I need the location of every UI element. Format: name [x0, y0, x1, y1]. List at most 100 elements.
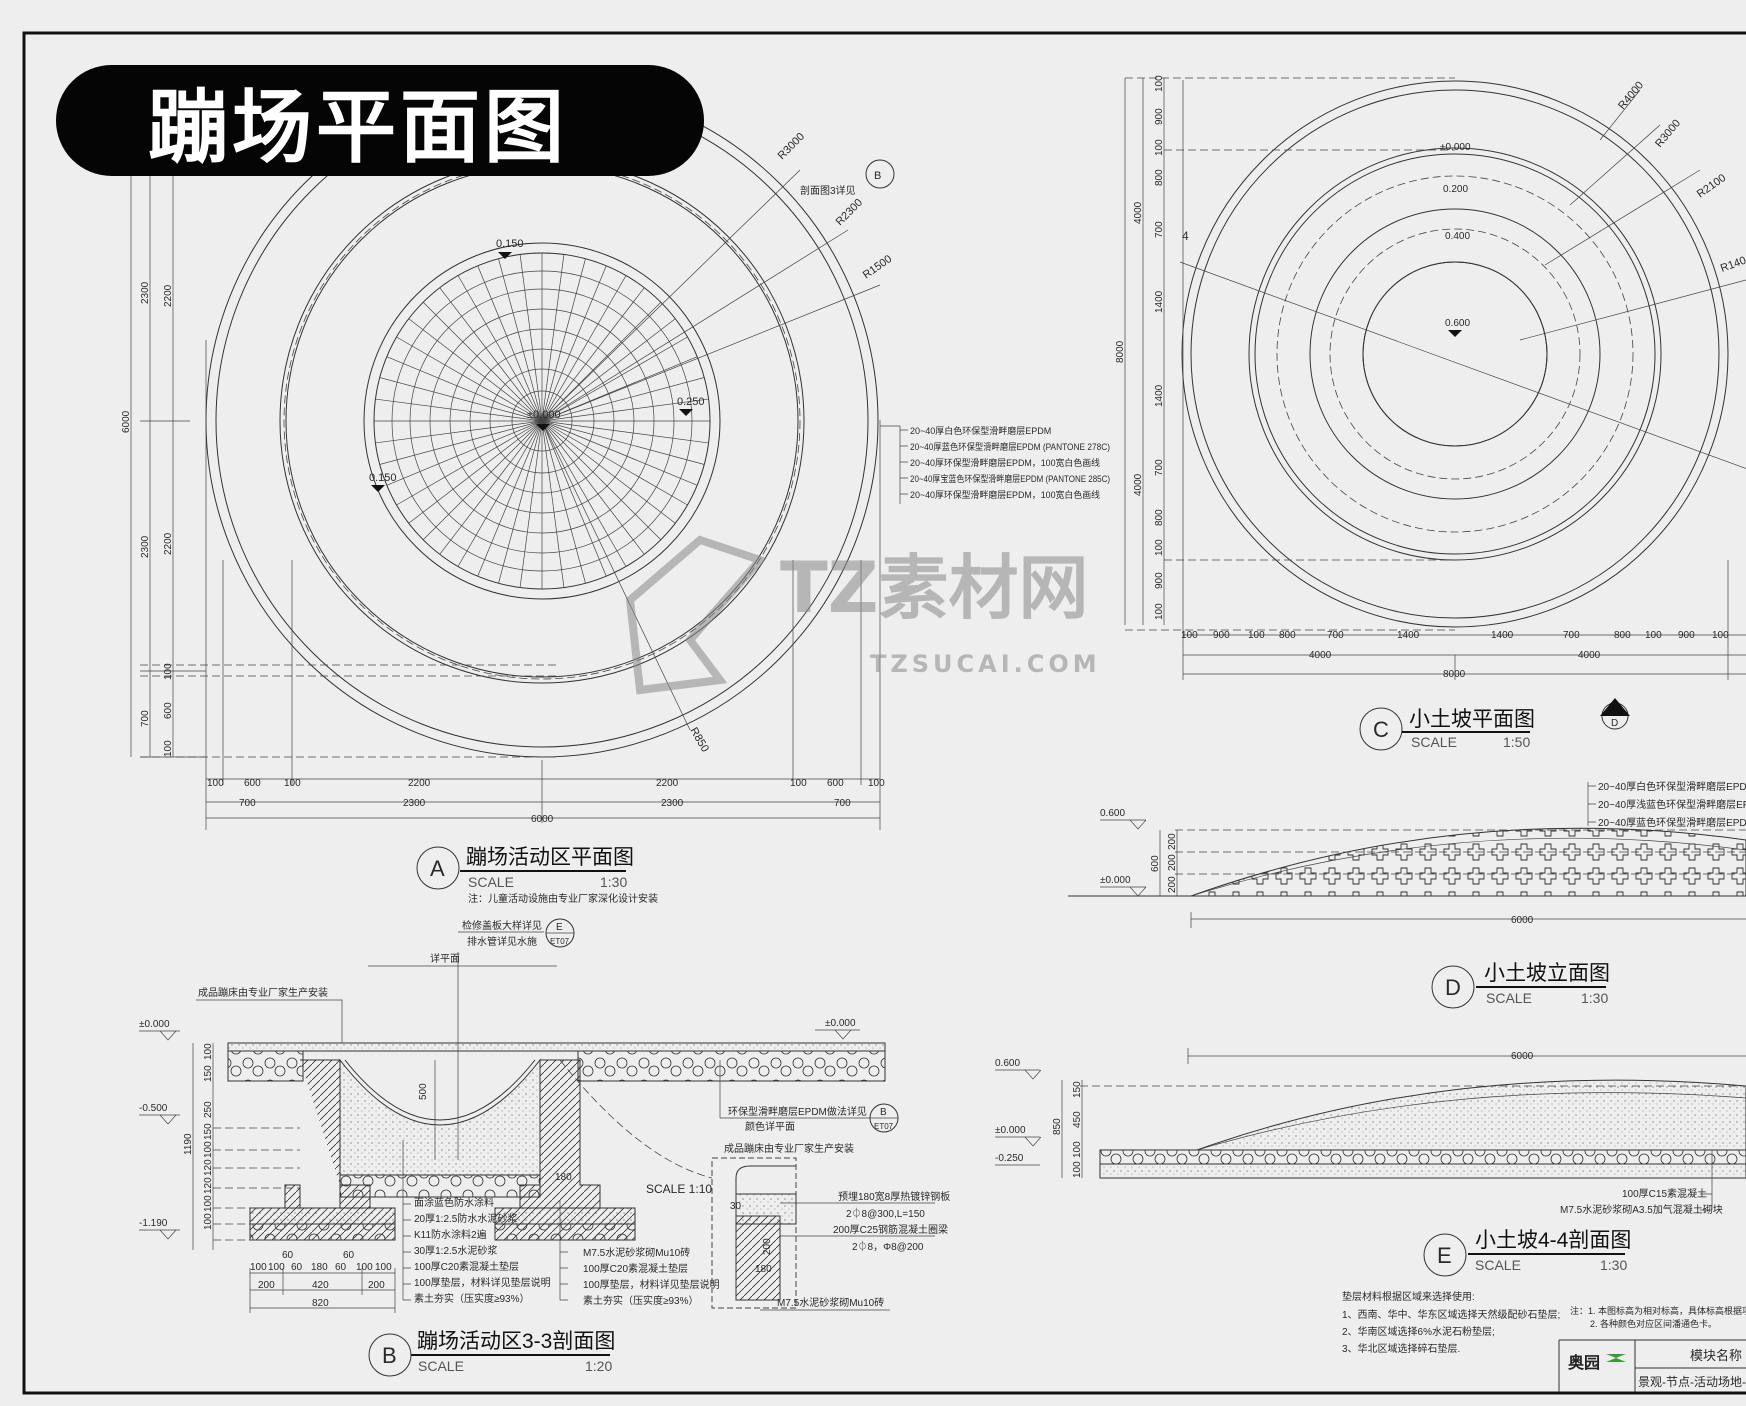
section-b-layers-right: M7.5水泥砂浆砌Mu10砖 100厚C20素混凝土垫层 100厚垫层，材料详见…: [583, 1246, 720, 1307]
level-label: -1.190: [139, 1218, 168, 1229]
svg-text:200: 200: [1167, 854, 1178, 871]
grid-spoke: [541, 420, 607, 577]
grid-spoke: [541, 420, 676, 524]
grid-spoke: [541, 420, 645, 555]
grid-spoke: [541, 318, 676, 422]
radius-label: R3000: [1653, 117, 1683, 150]
svg-text:8000: 8000: [1115, 340, 1126, 363]
svg-text:60: 60: [343, 1250, 355, 1261]
sheet-frame: [22, 31, 1746, 1395]
svg-text:素土夯实（压实度≥93%）: 素土夯实（压实度≥93%）: [583, 1294, 699, 1307]
svg-text:900: 900: [1678, 630, 1695, 641]
grid-spoke: [408, 318, 543, 422]
watermark-url: TZSUCAI.COM: [870, 650, 1101, 678]
svg-text:700: 700: [1154, 221, 1165, 238]
plan-a-title: 蹦场活动区平面图: [466, 846, 634, 869]
svg-text:2、华南区域选择6%水泥石粉垫层;: 2、华南区域选择6%水泥石粉垫层;: [1342, 1325, 1495, 1338]
svg-text:20~40厚宝蓝色环保型滑畔磨层EPDM (PANTONE: 20~40厚宝蓝色环保型滑畔磨层EPDM (PANTONE 285C): [910, 473, 1110, 484]
svg-text:2300: 2300: [140, 535, 151, 558]
svg-text:700: 700: [239, 798, 256, 809]
svg-text:1400: 1400: [1154, 384, 1165, 407]
svg-text:180: 180: [555, 1172, 572, 1183]
grid-spoke: [541, 420, 705, 465]
svg-text:100厚C20素混凝土垫层: 100厚C20素混凝土垫层: [583, 1262, 688, 1275]
svg-text:B: B: [880, 1107, 887, 1118]
svg-text:M7.5水泥砂浆砌Mu10砖: M7.5水泥砂浆砌Mu10砖: [777, 1296, 884, 1309]
svg-text:700: 700: [1563, 630, 1580, 641]
section-marker-letter: B: [874, 170, 881, 182]
svg-text:4000: 4000: [1309, 650, 1332, 661]
trampoline-note: 成品蹦床由专业厂家生产安装: [198, 986, 328, 999]
svg-text:700: 700: [140, 710, 151, 727]
section-ref-text: 剖面图3详见: [800, 184, 856, 197]
svg-text:100: 100: [203, 1195, 214, 1212]
section-marker: [865, 159, 895, 189]
svg-text:20~40厚白色环保型滑畔磨层EPDM: 20~40厚白色环保型滑畔磨层EPDM: [1598, 780, 1746, 793]
svg-text:200: 200: [762, 1238, 773, 1255]
section-e-dims-left: 150 450 850 100 100: [1052, 1081, 1083, 1178]
plan-c-mound-plan: 4 R4000 R3000 R2100 R140 ±0.000 0.200 0.…: [1115, 75, 1746, 751]
svg-text:180: 180: [755, 1264, 772, 1275]
svg-text:100: 100: [1181, 630, 1198, 641]
svg-text:100: 100: [356, 1262, 373, 1273]
svg-text:100: 100: [1712, 630, 1729, 641]
elev-d-marker-letter: D: [1445, 975, 1461, 1000]
grid-spoke: [541, 420, 586, 584]
svg-text:600: 600: [244, 778, 261, 789]
level-label: ±0.000: [995, 1125, 1026, 1136]
grid-spoke: [396, 336, 543, 422]
svg-text:200: 200: [1167, 876, 1178, 893]
section-e-mound: 6000 0.600 ±0.000 -0.250 150 450 850 100…: [995, 1048, 1746, 1277]
scale-label: SCALE: [1411, 734, 1457, 750]
svg-text:600: 600: [163, 702, 174, 719]
svg-text:30: 30: [730, 1201, 742, 1212]
elevation-marker-icon: [371, 485, 385, 492]
scale-label: SCALE: [418, 1358, 464, 1374]
bowl-depth: 500: [418, 1083, 429, 1100]
svg-text:150: 150: [203, 1065, 214, 1082]
grid-spoke: [541, 420, 698, 486]
scale-value: 1:20: [585, 1358, 612, 1374]
svg-text:素土夯实（压实度≥93%）: 素土夯实（压实度≥93%）: [414, 1292, 530, 1305]
radius-label: R4000: [1616, 79, 1646, 112]
svg-text:420: 420: [312, 1280, 329, 1291]
svg-text:面涂蓝色防水涂料: 面涂蓝色防水涂料: [414, 1196, 494, 1209]
radius-label: R850: [687, 726, 711, 755]
scale-label: SCALE: [468, 874, 514, 890]
grid-spoke: [439, 420, 543, 555]
company-logo: 奥园: [1568, 1353, 1600, 1372]
elevation-marker-icon: [536, 424, 550, 431]
grid-spoke: [541, 258, 586, 422]
grid-spoke: [379, 377, 543, 422]
svg-text:K11防水涂料2遍: K11防水涂料2遍: [414, 1228, 487, 1241]
svg-text:100: 100: [163, 740, 174, 757]
svg-text:100: 100: [1154, 75, 1165, 92]
scale-value: 1:30: [1581, 990, 1608, 1006]
level-label: ±0.000: [1100, 875, 1131, 886]
section-e-marker: [1423, 1233, 1467, 1277]
svg-text:1、西南、华中、华东区域选择天然级配砂石垫层;: 1、西南、华中、华东区域选择天然级配砂石垫层;: [1342, 1308, 1560, 1321]
elevation-label: 0.400: [1445, 231, 1470, 242]
svg-text:2200: 2200: [163, 284, 174, 307]
grid-spoke: [541, 287, 645, 422]
svg-text:成品蹦床由专业厂家生产安装: 成品蹦床由专业厂家生产安装: [724, 1142, 854, 1155]
grid-spoke: [477, 420, 543, 577]
grid-spoke: [396, 420, 543, 506]
svg-text:100: 100: [203, 1213, 214, 1230]
svg-text:150: 150: [203, 1123, 214, 1140]
svg-text:100: 100: [268, 1262, 285, 1273]
svg-text:100厚垫层，材料详见垫层说明: 100厚垫层，材料详见垫层说明: [414, 1276, 551, 1289]
svg-text:100: 100: [1072, 1161, 1083, 1178]
svg-text:2300: 2300: [140, 281, 151, 304]
plan-a-marker: [416, 846, 460, 890]
svg-text:100厚垫层，材料详见垫层说明: 100厚垫层，材料详见垫层说明: [583, 1278, 720, 1291]
elevation-label: ±0.000: [1440, 142, 1471, 153]
svg-text:1400: 1400: [1154, 290, 1165, 313]
svg-text:20厚1:2.5防水水泥砂浆: 20厚1:2.5防水水泥砂浆: [414, 1212, 517, 1225]
grid-spoke: [541, 420, 662, 541]
svg-text:120: 120: [203, 1177, 214, 1194]
elevation-marker-icon: [679, 409, 693, 416]
svg-text:100: 100: [1154, 539, 1165, 556]
grid-spoke: [408, 420, 543, 524]
